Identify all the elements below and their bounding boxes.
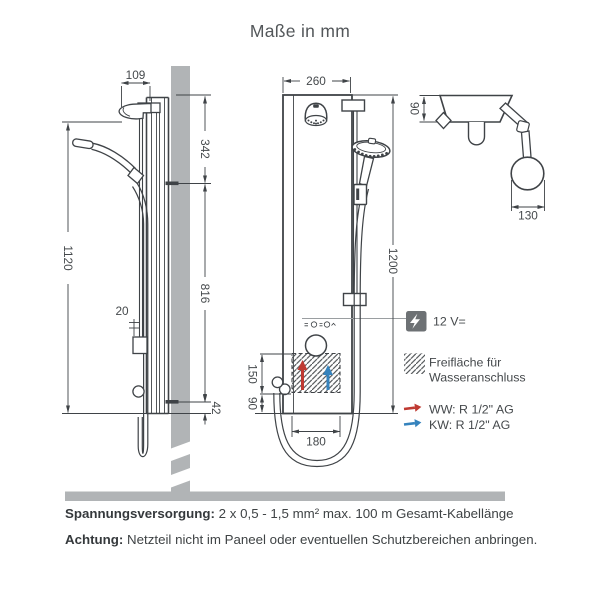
panel-top-outline (438, 94, 514, 123)
cold-water-arrow (323, 365, 333, 390)
valve-side (132, 385, 145, 398)
dim-free-area-width: 180 (306, 435, 326, 449)
wall-section (171, 66, 190, 492)
dim-front-width: 260 (306, 74, 326, 88)
dim-side-knob-depth: 20 (115, 304, 129, 318)
legend-voltage-label: 12 V= (433, 315, 466, 329)
front-view-dimensions (255, 77, 398, 437)
water-valve-front (271, 376, 291, 396)
hand-shower-arm-top (499, 102, 545, 191)
rail-bracket-top (341, 99, 366, 112)
control-symbols (304, 321, 336, 328)
warning-text: Netzteil nicht im Paneel oder eventuelle… (127, 532, 538, 547)
hand-shower-front (351, 137, 391, 206)
diverter-top (435, 111, 452, 130)
head-shower-top (467, 122, 486, 146)
top-view-dimensions (419, 95, 546, 211)
dim-side-height: 1120 (61, 245, 75, 271)
legend-cold-water-arrow (403, 419, 422, 428)
shower-hose-front (273, 188, 370, 468)
legend-free-area-line1: Freifläche für (429, 356, 501, 370)
dim-top-depth: 90 (408, 102, 422, 116)
dim-front-height: 1200 (386, 248, 400, 275)
dim-side-bottom-offset: 42 (209, 401, 223, 414)
lightning-bolt-icon (410, 313, 420, 329)
dim-side-head-offset: 109 (126, 68, 146, 82)
power-supply-label: Spannungsversorgung: (65, 506, 215, 521)
lower-mount-point (165, 400, 179, 404)
warning-label: Achtung: (65, 532, 124, 547)
warning-note: Achtung: Netzteil nicht im Paneel oder e… (65, 532, 585, 547)
page-title: Maße in mm (249, 21, 351, 41)
dim-side-mount-span: 816 (198, 284, 212, 304)
legend-warm-water-arrow (403, 403, 422, 412)
top-view (435, 94, 545, 191)
warm-water-arrow (297, 360, 308, 390)
legend-free-area-line2: Wasseranschluss (429, 371, 526, 385)
floor-section (65, 491, 505, 501)
side-view-dimensions (62, 81, 211, 425)
legend: 12 V= Freifläche für Wasseranschluss WW:… (403, 311, 526, 432)
dim-side-top-to-mount: 342 (198, 139, 212, 159)
front-view (271, 94, 406, 468)
dim-free-area-bottom: 90 (246, 397, 260, 411)
hand-shower-head-top (510, 156, 545, 191)
panel-outline (282, 94, 353, 415)
power-supply-note: Spannungsversorgung: 2 x 0,5 - 1,5 mm² m… (65, 506, 585, 521)
side-view (72, 96, 179, 458)
control-knob-front (304, 334, 328, 357)
hand-shower-side (72, 138, 145, 185)
dim-hand-shower-diameter: 130 (518, 209, 538, 223)
legend-warm-water-label: WW: R 1/2" AG (429, 403, 514, 417)
free-area-swatch (404, 353, 425, 374)
head-shower-front (304, 102, 328, 127)
control-knob-side (132, 336, 148, 355)
free-area-hatch (291, 352, 341, 394)
upper-mount-point (165, 181, 179, 186)
dim-free-area-height: 150 (246, 364, 260, 384)
shower-hose-side (136, 182, 149, 458)
power-supply-text: 2 x 0,5 - 1,5 mm² max. 100 m Gesamt-Kabe… (218, 506, 514, 521)
legend-cold-water-label: KW: R 1/2" AG (429, 418, 510, 432)
